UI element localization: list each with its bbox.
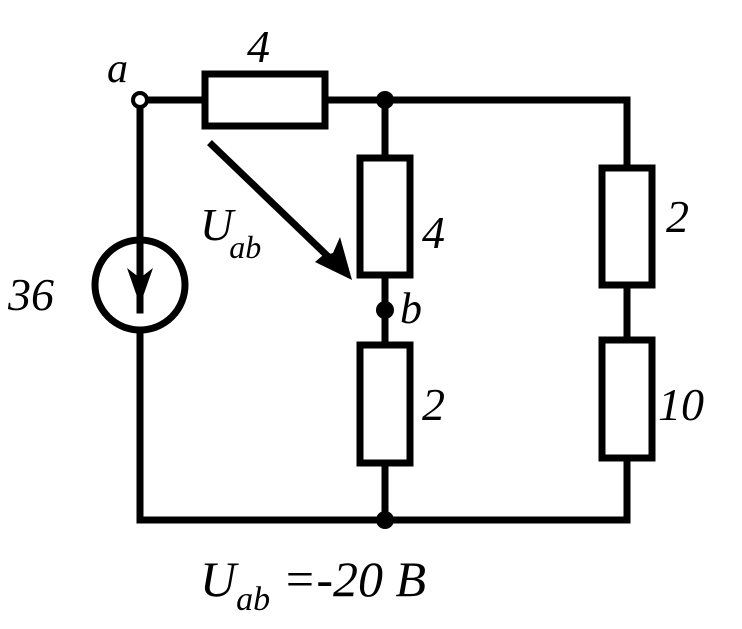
voltage-arrow-label-sub: ab: [229, 229, 261, 265]
resistor-right-upper-label: 2: [666, 191, 689, 242]
resistor-top: [201, 70, 329, 130]
voltage-arrow-head: [315, 237, 352, 280]
resistor-right-lower: [598, 336, 656, 462]
resistor-middle-upper: [356, 154, 414, 279]
resistor-middle-lower-label: 2: [422, 379, 445, 430]
current-source-label: 36: [7, 269, 54, 320]
node-a-terminal: [131, 91, 149, 109]
voltage-arrow-label: Uab: [200, 199, 261, 265]
node-b-junction: [376, 301, 394, 319]
result-sub: ab: [236, 581, 270, 618]
resistor-right-upper: [598, 164, 656, 289]
resistor-top-label: 4: [247, 21, 270, 72]
voltage-arrow-label-main: U: [200, 199, 236, 250]
result-main: U: [200, 551, 239, 607]
node-b-label: b: [400, 284, 422, 333]
resistor-middle-lower: [356, 341, 414, 467]
junction-bottom: [376, 511, 394, 529]
current-source-arrow-head: [127, 268, 153, 305]
resistor-right-lower-label: 10: [658, 379, 704, 430]
node-a-label: a: [107, 46, 128, 92]
voltage-arrow-shaft: [207, 140, 345, 273]
junction-top: [376, 91, 394, 109]
result-value: =-20 B: [270, 551, 426, 607]
result-label: Uab =-20 B: [200, 551, 426, 618]
resistor-middle-upper-label: 4: [422, 207, 445, 258]
